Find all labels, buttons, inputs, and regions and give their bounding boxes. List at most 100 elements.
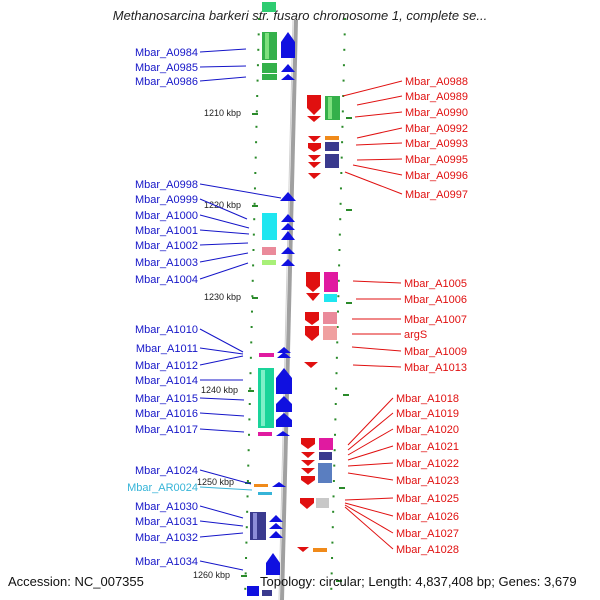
gene-feature[interactable] bbox=[281, 32, 295, 58]
right-gene-label[interactable]: Mbar_A1027 bbox=[396, 528, 459, 540]
right-gene-label[interactable]: Mbar_A1026 bbox=[396, 511, 459, 523]
gene-feature[interactable] bbox=[281, 259, 295, 266]
right-gene-label[interactable]: Mbar_A1019 bbox=[396, 408, 459, 420]
left-gene-label[interactable]: Mbar_A1014 bbox=[135, 375, 198, 387]
gene-feature[interactable] bbox=[301, 468, 315, 474]
right-gene-label[interactable]: Mbar_A1009 bbox=[404, 346, 467, 358]
right-gene-label[interactable]: Mbar_A1028 bbox=[396, 544, 459, 556]
gene-feature[interactable] bbox=[281, 247, 295, 254]
gene-feature[interactable] bbox=[328, 97, 332, 119]
gene-feature[interactable] bbox=[323, 312, 337, 324]
gene-feature[interactable] bbox=[308, 155, 321, 161]
left-gene-label[interactable]: Mbar_A1002 bbox=[135, 240, 198, 252]
left-gene-label[interactable]: Mbar_A1017 bbox=[135, 424, 198, 436]
gene-feature[interactable] bbox=[301, 452, 315, 458]
gene-feature[interactable] bbox=[247, 586, 259, 596]
gene-feature[interactable] bbox=[269, 523, 283, 529]
gene-feature[interactable] bbox=[324, 272, 338, 292]
gene-feature[interactable] bbox=[307, 116, 321, 122]
right-gene-label[interactable]: Mbar_A0995 bbox=[405, 154, 468, 166]
right-gene-label[interactable]: Mbar_A1007 bbox=[404, 314, 467, 326]
gene-feature[interactable] bbox=[262, 74, 277, 80]
gene-feature[interactable] bbox=[281, 214, 295, 222]
right-gene-label[interactable]: Mbar_A1023 bbox=[396, 475, 459, 487]
left-gene-label[interactable]: Mbar_A1016 bbox=[135, 408, 198, 420]
gene-feature[interactable] bbox=[276, 368, 292, 394]
gene-feature[interactable] bbox=[277, 352, 291, 358]
right-gene-label[interactable]: Mbar_A1025 bbox=[396, 493, 459, 505]
gene-feature[interactable] bbox=[250, 512, 266, 540]
left-gene-label[interactable]: Mbar_A1011 bbox=[136, 343, 198, 355]
left-gene-label[interactable]: Mbar_A1000 bbox=[135, 210, 198, 222]
gene-feature[interactable] bbox=[262, 63, 277, 73]
gene-feature[interactable] bbox=[276, 396, 292, 412]
right-gene-label[interactable]: Mbar_A1021 bbox=[396, 441, 459, 453]
gene-feature[interactable] bbox=[307, 95, 321, 115]
gene-feature[interactable] bbox=[266, 553, 280, 575]
left-gene-label[interactable]: Mbar_A1004 bbox=[135, 274, 198, 286]
gene-feature[interactable] bbox=[262, 32, 277, 60]
right-gene-label[interactable]: Mbar_A1020 bbox=[396, 424, 459, 436]
right-gene-label[interactable]: Mbar_A1013 bbox=[404, 362, 467, 374]
gene-feature[interactable] bbox=[325, 136, 339, 140]
gene-feature[interactable] bbox=[262, 2, 276, 12]
gene-feature[interactable] bbox=[261, 370, 265, 426]
left-gene-label[interactable]: Mbar_A0986 bbox=[135, 76, 198, 88]
gene-feature[interactable] bbox=[258, 368, 274, 428]
left-gene-label[interactable]: Mbar_A0984 bbox=[135, 47, 198, 59]
left-gene-label[interactable]: Mbar_AR0024 bbox=[127, 482, 198, 494]
right-gene-label[interactable]: Mbar_A1022 bbox=[396, 458, 459, 470]
gene-feature[interactable] bbox=[316, 498, 329, 508]
left-gene-label[interactable]: Mbar_A1010 bbox=[135, 324, 198, 336]
right-gene-label[interactable]: Mbar_A0996 bbox=[405, 170, 468, 182]
left-gene-label[interactable]: Mbar_A1001 bbox=[135, 225, 198, 237]
gene-feature[interactable] bbox=[281, 231, 295, 240]
gene-feature[interactable] bbox=[325, 96, 340, 120]
gene-feature[interactable] bbox=[304, 362, 318, 368]
gene-feature[interactable] bbox=[319, 438, 333, 450]
right-gene-label[interactable]: Mbar_A1018 bbox=[396, 393, 459, 405]
gene-feature[interactable] bbox=[313, 548, 327, 552]
gene-feature[interactable] bbox=[300, 498, 314, 509]
gene-feature[interactable] bbox=[323, 326, 337, 340]
gene-feature[interactable] bbox=[269, 515, 283, 522]
left-gene-label[interactable]: Mbar_A1024 bbox=[135, 465, 198, 477]
gene-feature[interactable] bbox=[301, 438, 315, 449]
gene-feature[interactable] bbox=[301, 460, 315, 466]
gene-feature[interactable] bbox=[308, 173, 321, 179]
gene-feature[interactable] bbox=[325, 154, 339, 168]
gene-feature[interactable] bbox=[301, 476, 315, 485]
gene-feature[interactable] bbox=[280, 192, 296, 201]
gene-feature[interactable] bbox=[319, 452, 332, 460]
gene-feature[interactable] bbox=[253, 513, 257, 539]
gene-feature[interactable] bbox=[262, 590, 272, 596]
gene-feature[interactable] bbox=[276, 431, 290, 436]
gene-feature[interactable] bbox=[254, 484, 268, 487]
right-gene-label[interactable]: Mbar_A0990 bbox=[405, 107, 468, 119]
gene-feature[interactable] bbox=[269, 531, 283, 538]
gene-feature[interactable] bbox=[305, 326, 319, 341]
gene-feature[interactable] bbox=[318, 463, 332, 483]
right-gene-label[interactable]: Mbar_A0989 bbox=[405, 91, 468, 103]
right-gene-label[interactable]: Mbar_A1005 bbox=[404, 278, 467, 290]
gene-feature[interactable] bbox=[308, 136, 321, 142]
gene-feature[interactable] bbox=[324, 294, 337, 302]
left-gene-label[interactable]: Mbar_A1032 bbox=[135, 532, 198, 544]
gene-feature[interactable] bbox=[258, 492, 272, 495]
left-gene-label[interactable]: Mbar_A1003 bbox=[135, 257, 198, 269]
gene-feature[interactable] bbox=[272, 482, 286, 487]
right-gene-label[interactable]: Mbar_A0988 bbox=[405, 76, 468, 88]
left-gene-label[interactable]: Mbar_A1015 bbox=[135, 393, 198, 405]
gene-feature[interactable] bbox=[325, 142, 339, 151]
gene-feature[interactable] bbox=[277, 347, 291, 353]
gene-feature[interactable] bbox=[262, 247, 276, 255]
left-gene-label[interactable]: Mbar_A0999 bbox=[135, 194, 198, 206]
left-gene-label[interactable]: Mbar_A1012 bbox=[135, 360, 198, 372]
gene-feature[interactable] bbox=[259, 353, 274, 357]
right-gene-label[interactable]: Mbar_A0992 bbox=[405, 123, 468, 135]
right-gene-label[interactable]: Mbar_A0993 bbox=[405, 138, 468, 150]
gene-feature[interactable] bbox=[281, 74, 295, 80]
right-gene-label[interactable]: Mbar_A0997 bbox=[405, 189, 468, 201]
gene-feature[interactable] bbox=[281, 64, 295, 72]
right-gene-label[interactable]: argS bbox=[404, 329, 427, 341]
